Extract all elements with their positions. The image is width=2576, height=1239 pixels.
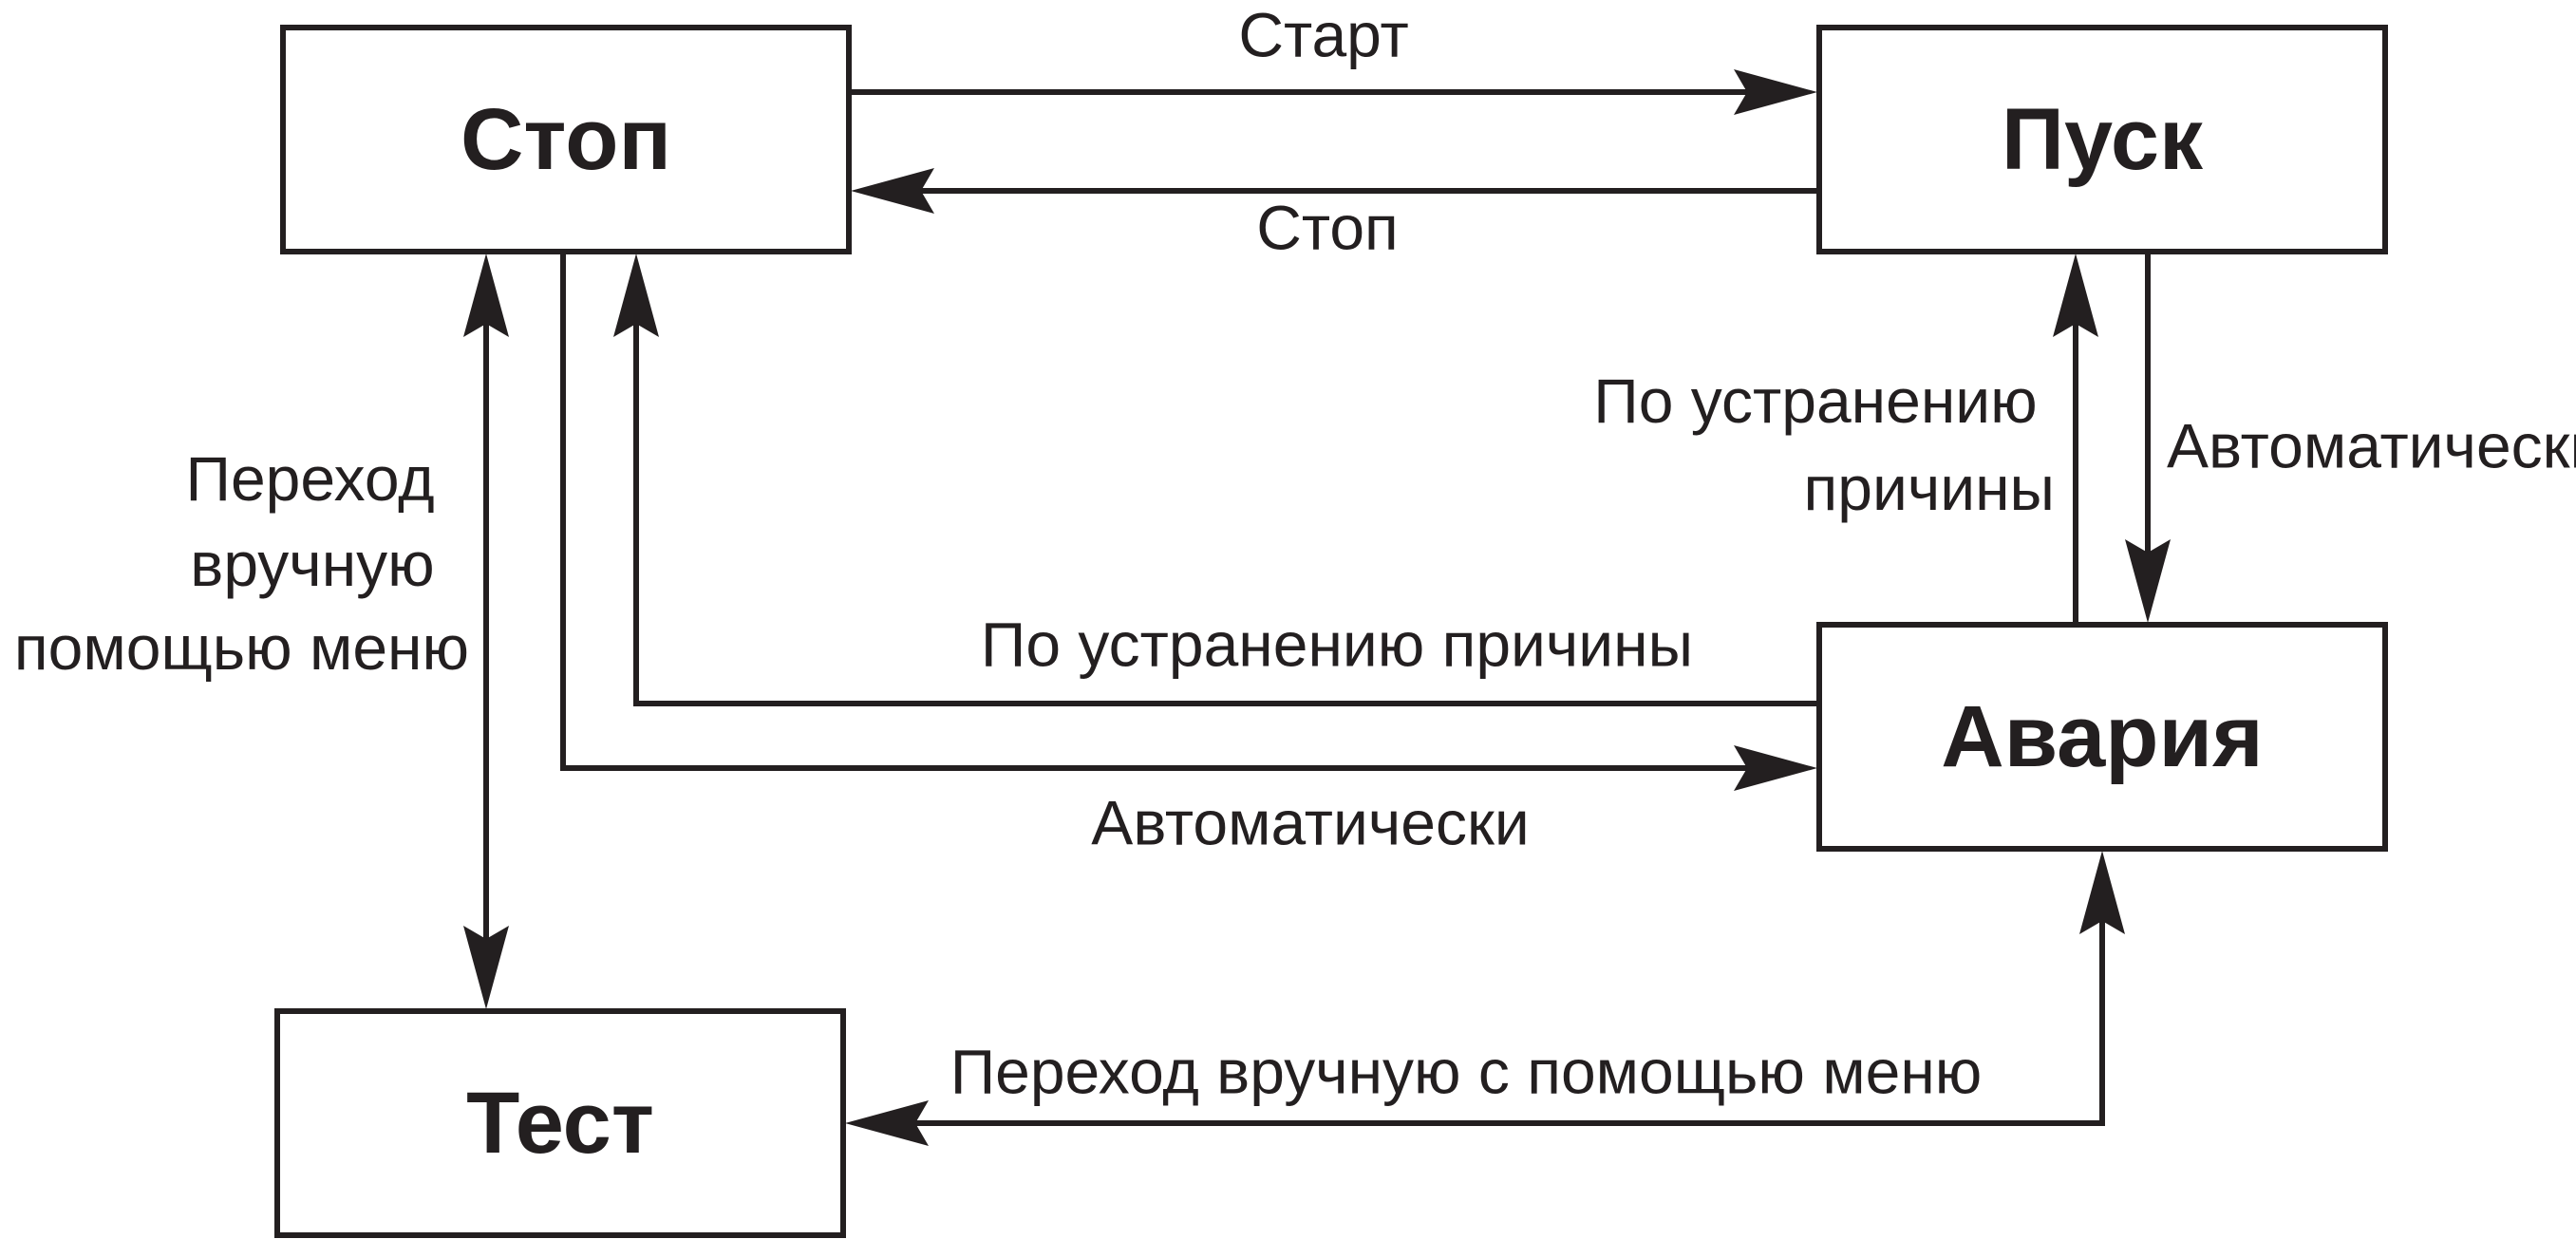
edge-alarm-to-start-label-line-1: По устранению [1593, 366, 2037, 436]
state-alarm: Авария [1816, 622, 2388, 852]
state-alarm-label: Авария [1941, 688, 2263, 785]
edge-stop-test-label-line-1: Переход [186, 443, 435, 514]
edge-alarm-to-stop-label: По устранению причины [981, 609, 1693, 679]
arrowhead-right [1734, 745, 1817, 791]
state-start-label: Пуск [2002, 91, 2204, 188]
state-stop-label: Стоп [461, 91, 671, 188]
edge-test-alarm: Переход вручную с помощью меню [845, 851, 2125, 1146]
edge-stop-test-label-line-2: вручную [190, 529, 434, 599]
edge-alarm-to-start-label: По устранению причины [1593, 366, 2055, 523]
edge-start-to-stop-label: Стоп [1256, 192, 1399, 262]
edge-stop-test-label: Переход вручную с помощью меню [0, 443, 469, 683]
arrowhead-left [851, 168, 934, 214]
state-test-box [274, 1008, 846, 1238]
edge-stop-to-start-label: Старт [1238, 0, 1408, 69]
arrowhead-up [463, 253, 509, 337]
edge-alarm-to-start: По устранению причины [1593, 253, 2098, 623]
arrowhead-left [845, 1100, 929, 1146]
state-test-label: Тест [466, 1075, 654, 1172]
state-start-box [1816, 25, 2388, 254]
edge-start-to-stop: Стоп [851, 168, 1819, 262]
arrowhead-down [2125, 539, 2171, 623]
state-stop-box [280, 25, 852, 254]
edge-start-to-alarm-label: Автоматически [2167, 410, 2576, 480]
state-test: Тест [274, 1008, 846, 1238]
edge-start-to-alarm: Автоматически [2125, 252, 2576, 623]
edge-stop-to-alarm: Автоматически [560, 252, 1817, 857]
state-alarm-box [1816, 622, 2388, 852]
edge-stop-test: Переход вручную с помощью меню [0, 253, 509, 1009]
state-stop: Стоп [280, 25, 852, 254]
edge-alarm-to-start-label-line-2: причины [1804, 453, 2055, 523]
edge-test-alarm-label: Переход вручную с помощью меню [950, 1036, 1983, 1106]
arrowhead-up [2079, 851, 2125, 934]
state-start: Пуск [1816, 25, 2388, 254]
arrowhead-right [1734, 69, 1817, 115]
arrowhead-up [2053, 253, 2098, 337]
edge-alarm-to-stop: По устранению причины [613, 253, 1819, 706]
edge-stop-to-start: Старт [849, 0, 1817, 115]
edge-stop-test-label-line-3: с помощью меню [0, 612, 469, 683]
edge-stop-to-alarm-label: Автоматически [1091, 787, 1529, 857]
arrowhead-up [613, 253, 659, 337]
arrowhead-down [463, 926, 509, 1009]
